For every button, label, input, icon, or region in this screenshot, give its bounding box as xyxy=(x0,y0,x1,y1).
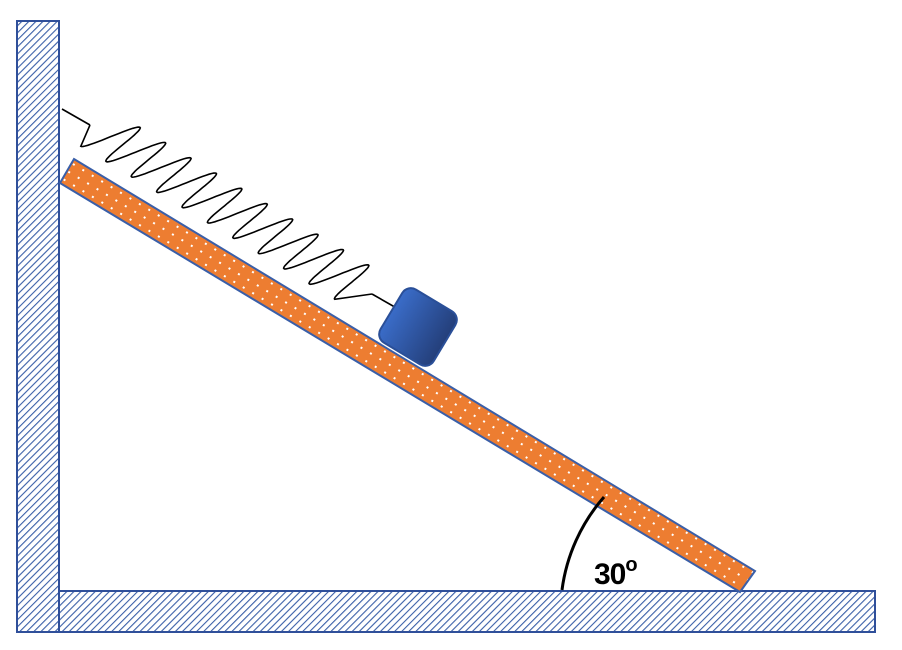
floor xyxy=(58,590,876,633)
vertical-wall xyxy=(16,20,60,633)
block xyxy=(378,287,458,367)
angle-arc xyxy=(560,496,606,591)
angle-label: 30o xyxy=(594,554,638,592)
inclined-plane xyxy=(58,157,757,594)
angle-value: 30 xyxy=(594,558,626,591)
degree-symbol: o xyxy=(625,554,637,576)
